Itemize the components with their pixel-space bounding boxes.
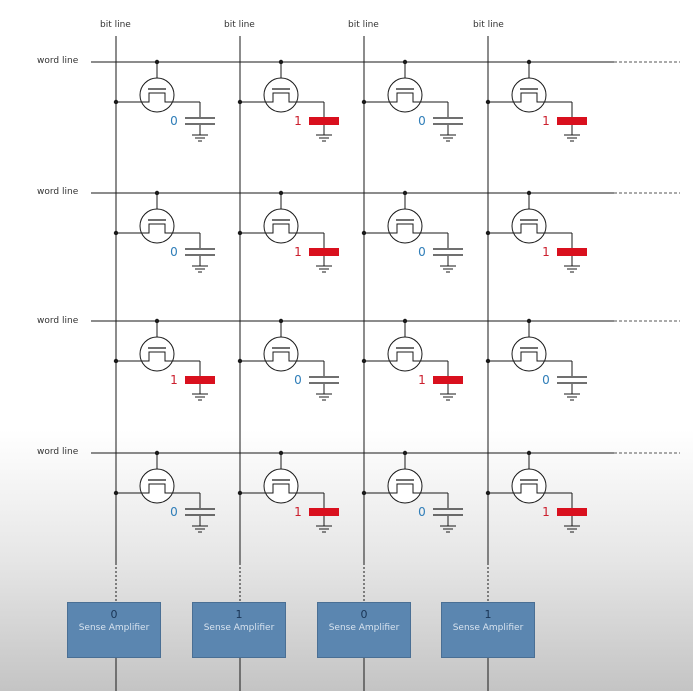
charged-capacitor-icon	[433, 376, 463, 384]
cell-bit-value: 0	[418, 505, 426, 519]
cell-bit-value: 1	[418, 373, 426, 387]
bit-line-label-3: bit line	[348, 20, 379, 30]
transistor-channel	[388, 351, 422, 362]
transistor-icon	[387, 336, 423, 372]
charged-capacitor-icon	[557, 508, 587, 516]
word-line-label-1: word line	[37, 56, 79, 66]
memory-cell: 1	[485, 59, 587, 142]
transistor-icon	[511, 468, 547, 504]
memory-cell: 0	[361, 190, 463, 273]
transistor-channel	[264, 92, 298, 103]
bit-line-label-1: bit line	[100, 20, 131, 30]
charged-capacitor-icon	[185, 376, 215, 384]
cell-bit-value: 0	[170, 114, 178, 128]
word-line-label-3: word line	[37, 316, 79, 326]
transistor-channel	[512, 351, 546, 362]
memory-cell: 1	[237, 450, 339, 533]
bit-line-label-4: bit line	[473, 20, 504, 30]
transistor-channel	[512, 223, 546, 234]
sense-amplifier-label: Sense Amplifier	[203, 623, 275, 633]
transistor-icon	[511, 208, 547, 244]
transistor-channel	[512, 483, 546, 494]
transistor-icon	[511, 77, 547, 113]
sense-amplifier-value: 1	[235, 608, 243, 621]
transistor-icon	[139, 208, 175, 244]
transistor-icon	[263, 468, 299, 504]
charged-capacitor-icon	[309, 248, 339, 256]
charged-capacitor-icon	[309, 508, 339, 516]
memory-cell: 0	[113, 450, 215, 533]
transistor-channel	[388, 92, 422, 103]
memory-cell: 0	[361, 450, 463, 533]
sense-amplifier-label: Sense Amplifier	[452, 623, 524, 633]
transistor-icon	[139, 77, 175, 113]
memory-cell: 1	[237, 59, 339, 142]
cell-bit-value: 0	[294, 373, 302, 387]
cell-bit-value: 0	[418, 114, 426, 128]
sense-amplifier-label: Sense Amplifier	[78, 623, 150, 633]
transistor-icon	[263, 208, 299, 244]
sense-amplifier-value: 0	[110, 608, 118, 621]
cell-bit-value: 1	[294, 245, 302, 259]
transistor-icon	[263, 336, 299, 372]
transistor-icon	[139, 336, 175, 372]
cell-bit-value: 0	[170, 245, 178, 259]
transistor-channel	[264, 223, 298, 234]
memory-cell: 0	[113, 190, 215, 273]
sense-amplifier-value: 0	[360, 608, 368, 621]
transistor-channel	[140, 92, 174, 103]
transistor-icon	[387, 77, 423, 113]
memory-cell: 1	[361, 318, 463, 401]
memory-cell: 0	[361, 59, 463, 142]
word-line-label-4: word line	[37, 447, 79, 457]
sense-amplifier-1: 0 Sense Amplifier	[67, 602, 161, 658]
sense-amplifier-4: 1 Sense Amplifier	[441, 602, 535, 658]
cell-bit-value: 0	[542, 373, 550, 387]
cell-bit-value: 1	[294, 505, 302, 519]
transistor-channel	[264, 483, 298, 494]
memory-cell: 1	[485, 450, 587, 533]
transistor-icon	[263, 77, 299, 113]
transistor-channel	[140, 483, 174, 494]
charged-capacitor-icon	[557, 248, 587, 256]
bit-line-label-2: bit line	[224, 20, 255, 30]
cell-bit-value: 1	[542, 505, 550, 519]
memory-cell: 0	[113, 59, 215, 142]
charged-capacitor-icon	[309, 117, 339, 125]
transistor-channel	[140, 223, 174, 234]
transistor-channel	[388, 483, 422, 494]
cell-bit-value: 1	[542, 114, 550, 128]
sense-amplifier-value: 1	[484, 608, 492, 621]
cell-bit-value: 1	[170, 373, 178, 387]
memory-cell: 1	[237, 190, 339, 273]
word-line-label-2: word line	[37, 187, 79, 197]
transistor-channel	[388, 223, 422, 234]
transistor-icon	[139, 468, 175, 504]
cell-bit-value: 0	[170, 505, 178, 519]
memory-cell: 1	[113, 318, 215, 401]
memory-cell: 1	[485, 190, 587, 273]
cell-bit-value: 1	[542, 245, 550, 259]
cell-bit-value: 1	[294, 114, 302, 128]
sense-amplifier-label: Sense Amplifier	[328, 623, 400, 633]
cell-bit-value: 0	[418, 245, 426, 259]
transistor-channel	[512, 92, 546, 103]
sense-amplifier-3: 0 Sense Amplifier	[317, 602, 411, 658]
transistor-channel	[264, 351, 298, 362]
charged-capacitor-icon	[557, 117, 587, 125]
sense-amplifier-2: 1 Sense Amplifier	[192, 602, 286, 658]
transistor-icon	[511, 336, 547, 372]
memory-cell: 0	[485, 318, 587, 401]
transistor-icon	[387, 208, 423, 244]
transistor-icon	[387, 468, 423, 504]
memory-cell: 0	[237, 318, 339, 401]
transistor-channel	[140, 351, 174, 362]
